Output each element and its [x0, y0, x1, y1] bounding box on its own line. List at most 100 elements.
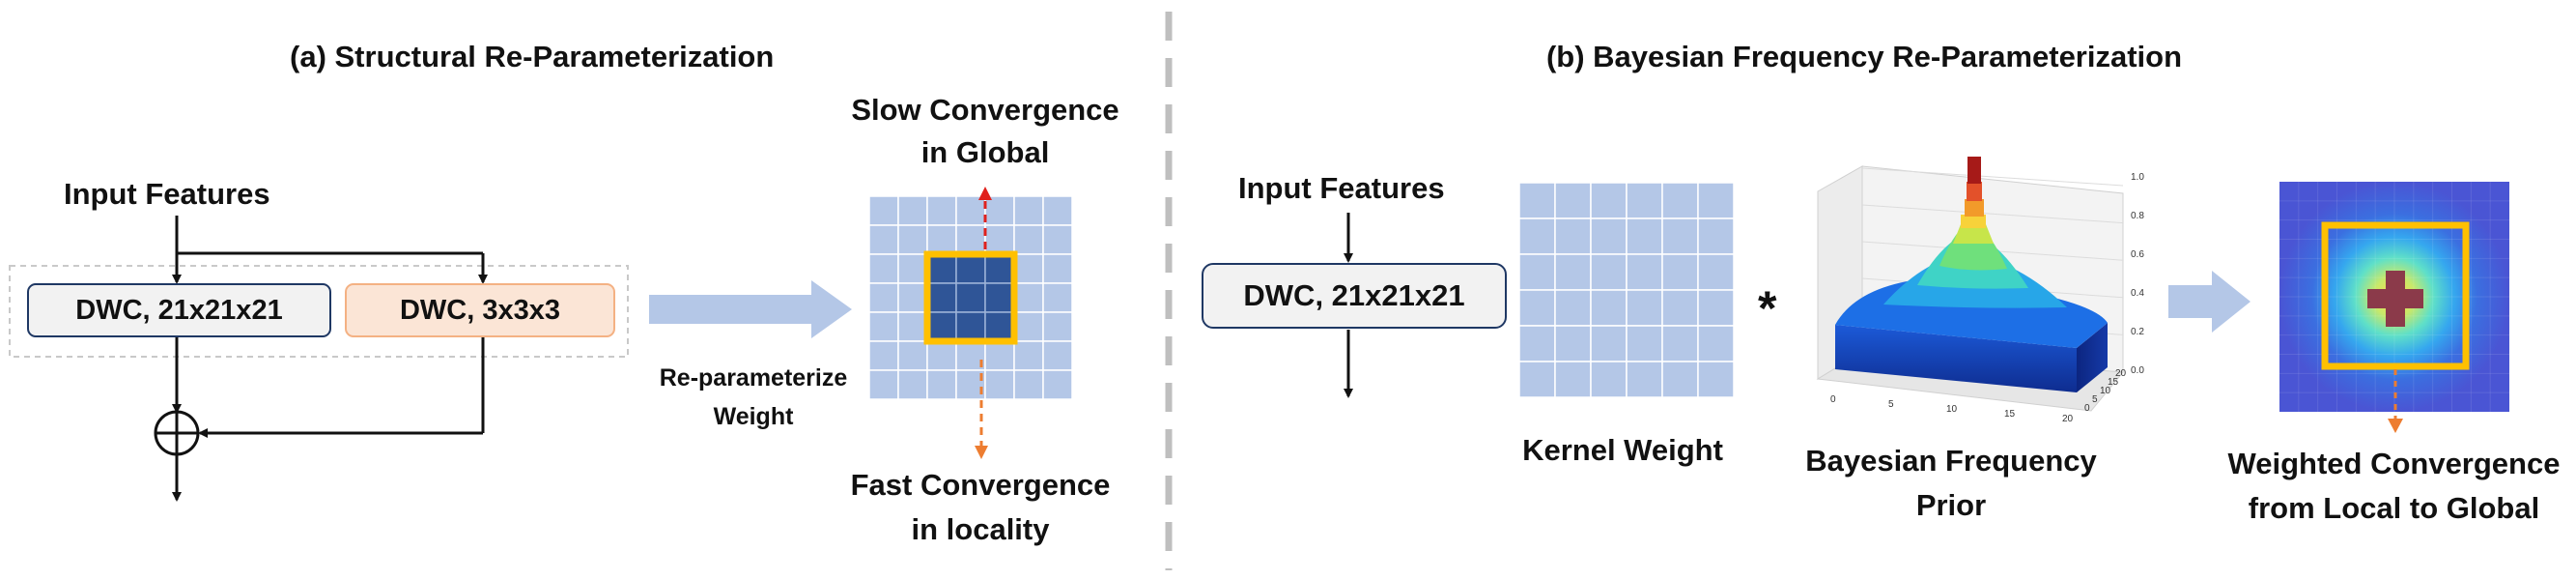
center-grid-cell: [926, 282, 957, 313]
grid-cell: [1013, 224, 1044, 255]
z-tick-label: 0.4: [2131, 288, 2144, 299]
y-tick-label: 20: [2115, 368, 2127, 379]
large-kernel-label: DWC, 21x21x21: [75, 294, 283, 326]
grid-cell: [1518, 289, 1556, 327]
kernel-box-b: DWC, 21x21x21: [1202, 263, 1507, 329]
grid-cell: [868, 224, 899, 255]
grid-cell: [1042, 311, 1073, 342]
grid-cell: [1518, 218, 1556, 255]
z-tick-label: 0.0: [2131, 365, 2144, 376]
grid-cell: [1590, 253, 1628, 291]
prior-peak-step: [1967, 182, 1982, 201]
kernel-weight-label: Kernel Weight: [1522, 433, 1723, 467]
grid-cell: [897, 282, 928, 313]
grid-cell: [1661, 218, 1699, 255]
slow-convergence-line2: in Global: [920, 135, 1050, 169]
grid-cell: [1013, 369, 1044, 400]
grid-cell: [1697, 289, 1735, 327]
small-kernel-label: DWC, 3x3x3: [399, 294, 560, 326]
plot-grid-line: [1861, 204, 2124, 224]
z-tick-label: 0.6: [2131, 249, 2144, 260]
kernel-weight-grid: [1518, 182, 1735, 398]
grid-cell: [868, 253, 899, 284]
result-label-line2: from Local to Global: [2248, 491, 2540, 525]
prior-dome-layer: [1939, 220, 2007, 271]
z-tick-label: 0.8: [2131, 211, 2144, 221]
prior-label-line1: Bayesian Frequency: [1805, 444, 2097, 478]
apply-prior-arrow-icon: [2168, 271, 2250, 333]
grid-cell: [868, 282, 899, 313]
kernel-box-b-label: DWC, 21x21x21: [1243, 278, 1465, 312]
sum-operator-icon: [154, 410, 200, 456]
grid-cell: [1661, 253, 1699, 291]
grid-cell: [1697, 361, 1735, 398]
center-grid-cell: [984, 282, 1015, 313]
grid-cell: [984, 195, 1015, 226]
grid-cell: [897, 369, 928, 400]
y-tick-label: 15: [2108, 377, 2119, 388]
grid-cell: [1042, 224, 1073, 255]
large-kernel-box: DWC, 21x21x21: [27, 283, 331, 337]
grid-cell: [1013, 282, 1044, 313]
grid-cell: [926, 369, 957, 400]
center-grid-cell: [955, 253, 986, 284]
prior-peak-step: [1965, 199, 1984, 217]
grid-cell: [868, 340, 899, 371]
panel-b-title: (b) Bayesian Frequency Re-Parameterizati…: [1545, 40, 2183, 73]
y-tick-label: 10: [2100, 386, 2111, 396]
grid-cell: [897, 311, 928, 342]
center-grid-cell: [984, 311, 1015, 342]
merged-kernel-grid: [868, 195, 1073, 400]
reparam-label-line2: Weight: [713, 403, 794, 430]
plot-grid-line: [1861, 167, 2124, 187]
grid-cell: [984, 369, 1015, 400]
center-grid-cell: [955, 282, 986, 313]
fast-convergence-line1: Fast Convergence: [850, 468, 1111, 502]
grid-cell: [1042, 253, 1073, 284]
grid-cell: [1042, 195, 1073, 226]
grid-cell: [1518, 325, 1556, 362]
grid-cell: [1590, 325, 1628, 362]
grid-cell: [1042, 282, 1073, 313]
grid-cell: [926, 224, 957, 255]
grid-cell: [868, 311, 899, 342]
z-tick-label: 0.2: [2131, 327, 2144, 337]
prior-peak-bar: [1967, 157, 1981, 184]
grid-cell: [1554, 218, 1592, 255]
x-tick-label: 15: [2004, 409, 2016, 420]
grid-cell: [955, 195, 986, 226]
grid-cell: [1013, 311, 1044, 342]
grid-cell: [1626, 182, 1663, 219]
grid-cell: [1661, 361, 1699, 398]
grid-cell: [1626, 325, 1663, 362]
grid-cell: [897, 224, 928, 255]
x-tick-label: 0: [1830, 394, 1836, 405]
grid-cell: [1518, 361, 1556, 398]
grid-cell: [1697, 325, 1735, 362]
center-grid-cell: [926, 253, 957, 284]
grid-cell: [1626, 253, 1663, 291]
grid-cell: [897, 195, 928, 226]
grid-cell: [1518, 182, 1556, 219]
panel-a-title: (a) Structural Re-Parameterization: [290, 40, 775, 73]
grid-cell: [984, 224, 1015, 255]
grid-cell: [1042, 340, 1073, 371]
grid-cell: [1626, 289, 1663, 327]
grid-cell: [1590, 361, 1628, 398]
prior-peak-step: [1961, 215, 1986, 228]
convolution-operator: *: [1758, 281, 1777, 335]
reparam-arrow-icon: [649, 280, 852, 338]
slow-convergence-line1: Slow Convergence: [851, 93, 1119, 127]
grid-cell: [1661, 325, 1699, 362]
grid-cell: [1013, 195, 1044, 226]
weighted-kernel-heatmap: [2279, 182, 2509, 412]
prior-base-side: [2077, 323, 2108, 392]
grid-cell: [1554, 361, 1592, 398]
branch-group-box: [9, 265, 629, 358]
input-features-label-b: Input Features: [1238, 171, 1445, 205]
center-grid-cell: [926, 311, 957, 342]
input-features-label: Input Features: [64, 177, 270, 211]
